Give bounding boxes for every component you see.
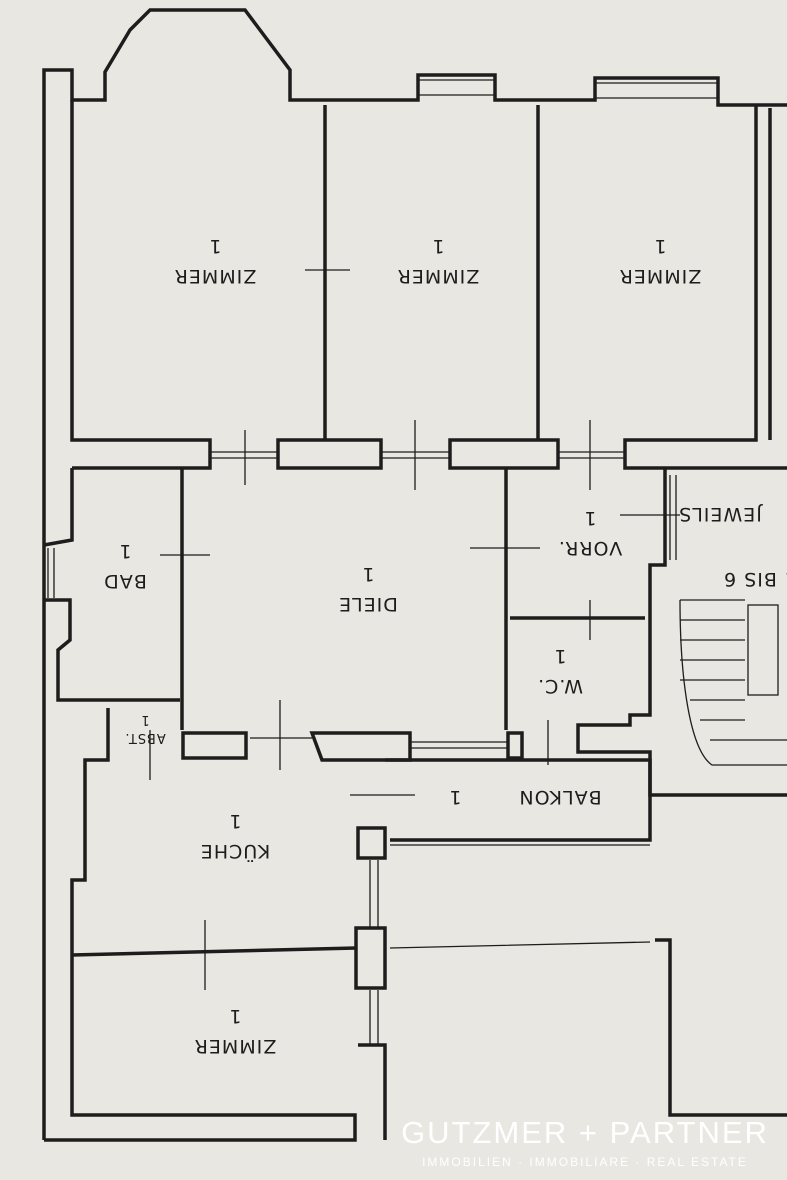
room-label-zimmer-d: ZIMMER <box>194 1035 277 1057</box>
room-label-diele: DIELE <box>338 593 398 615</box>
room-number: 1 <box>448 786 461 808</box>
room-number: 1 <box>653 235 666 257</box>
room-number: 1 <box>228 810 241 832</box>
room-number: 1 <box>118 540 131 562</box>
room-label-zimmer-a: ZIMMER <box>174 265 257 287</box>
watermark-name: GUTZMER + PARTNER <box>401 1115 769 1150</box>
room-number: 1 <box>140 712 149 727</box>
room-number: 1 <box>553 645 566 667</box>
room-number: 1 <box>431 235 444 257</box>
watermark-tagline: IMMOBILIEN · IMMOBILIARE · REAL ESTATE <box>422 1155 748 1169</box>
room-label-zimmer-b: ZIMMER <box>397 265 480 287</box>
room-number: 1 <box>208 235 221 257</box>
room-label-wc: W.C. <box>537 675 583 697</box>
room-label-abst: ABST. <box>124 730 165 745</box>
note-range: 1 BIS 6 <box>723 568 787 590</box>
room-label-zimmer-c: ZIMMER <box>619 265 702 287</box>
note-word: JEWEILS <box>678 503 763 525</box>
room-label-bad: BAD <box>103 570 147 592</box>
room-number: 1 <box>361 563 374 585</box>
room-number: 1 <box>583 507 596 529</box>
walls <box>42 8 787 1142</box>
room-label-vorr: VORR. <box>558 537 622 559</box>
room-number: 1 <box>228 1005 241 1027</box>
room-label-kueche: KÜCHE <box>200 840 270 863</box>
watermark: GUTZMER + PARTNER IMMOBILIEN · IMMOBILIA… <box>385 1115 785 1170</box>
room-label-balkon: BALKON <box>518 786 601 808</box>
